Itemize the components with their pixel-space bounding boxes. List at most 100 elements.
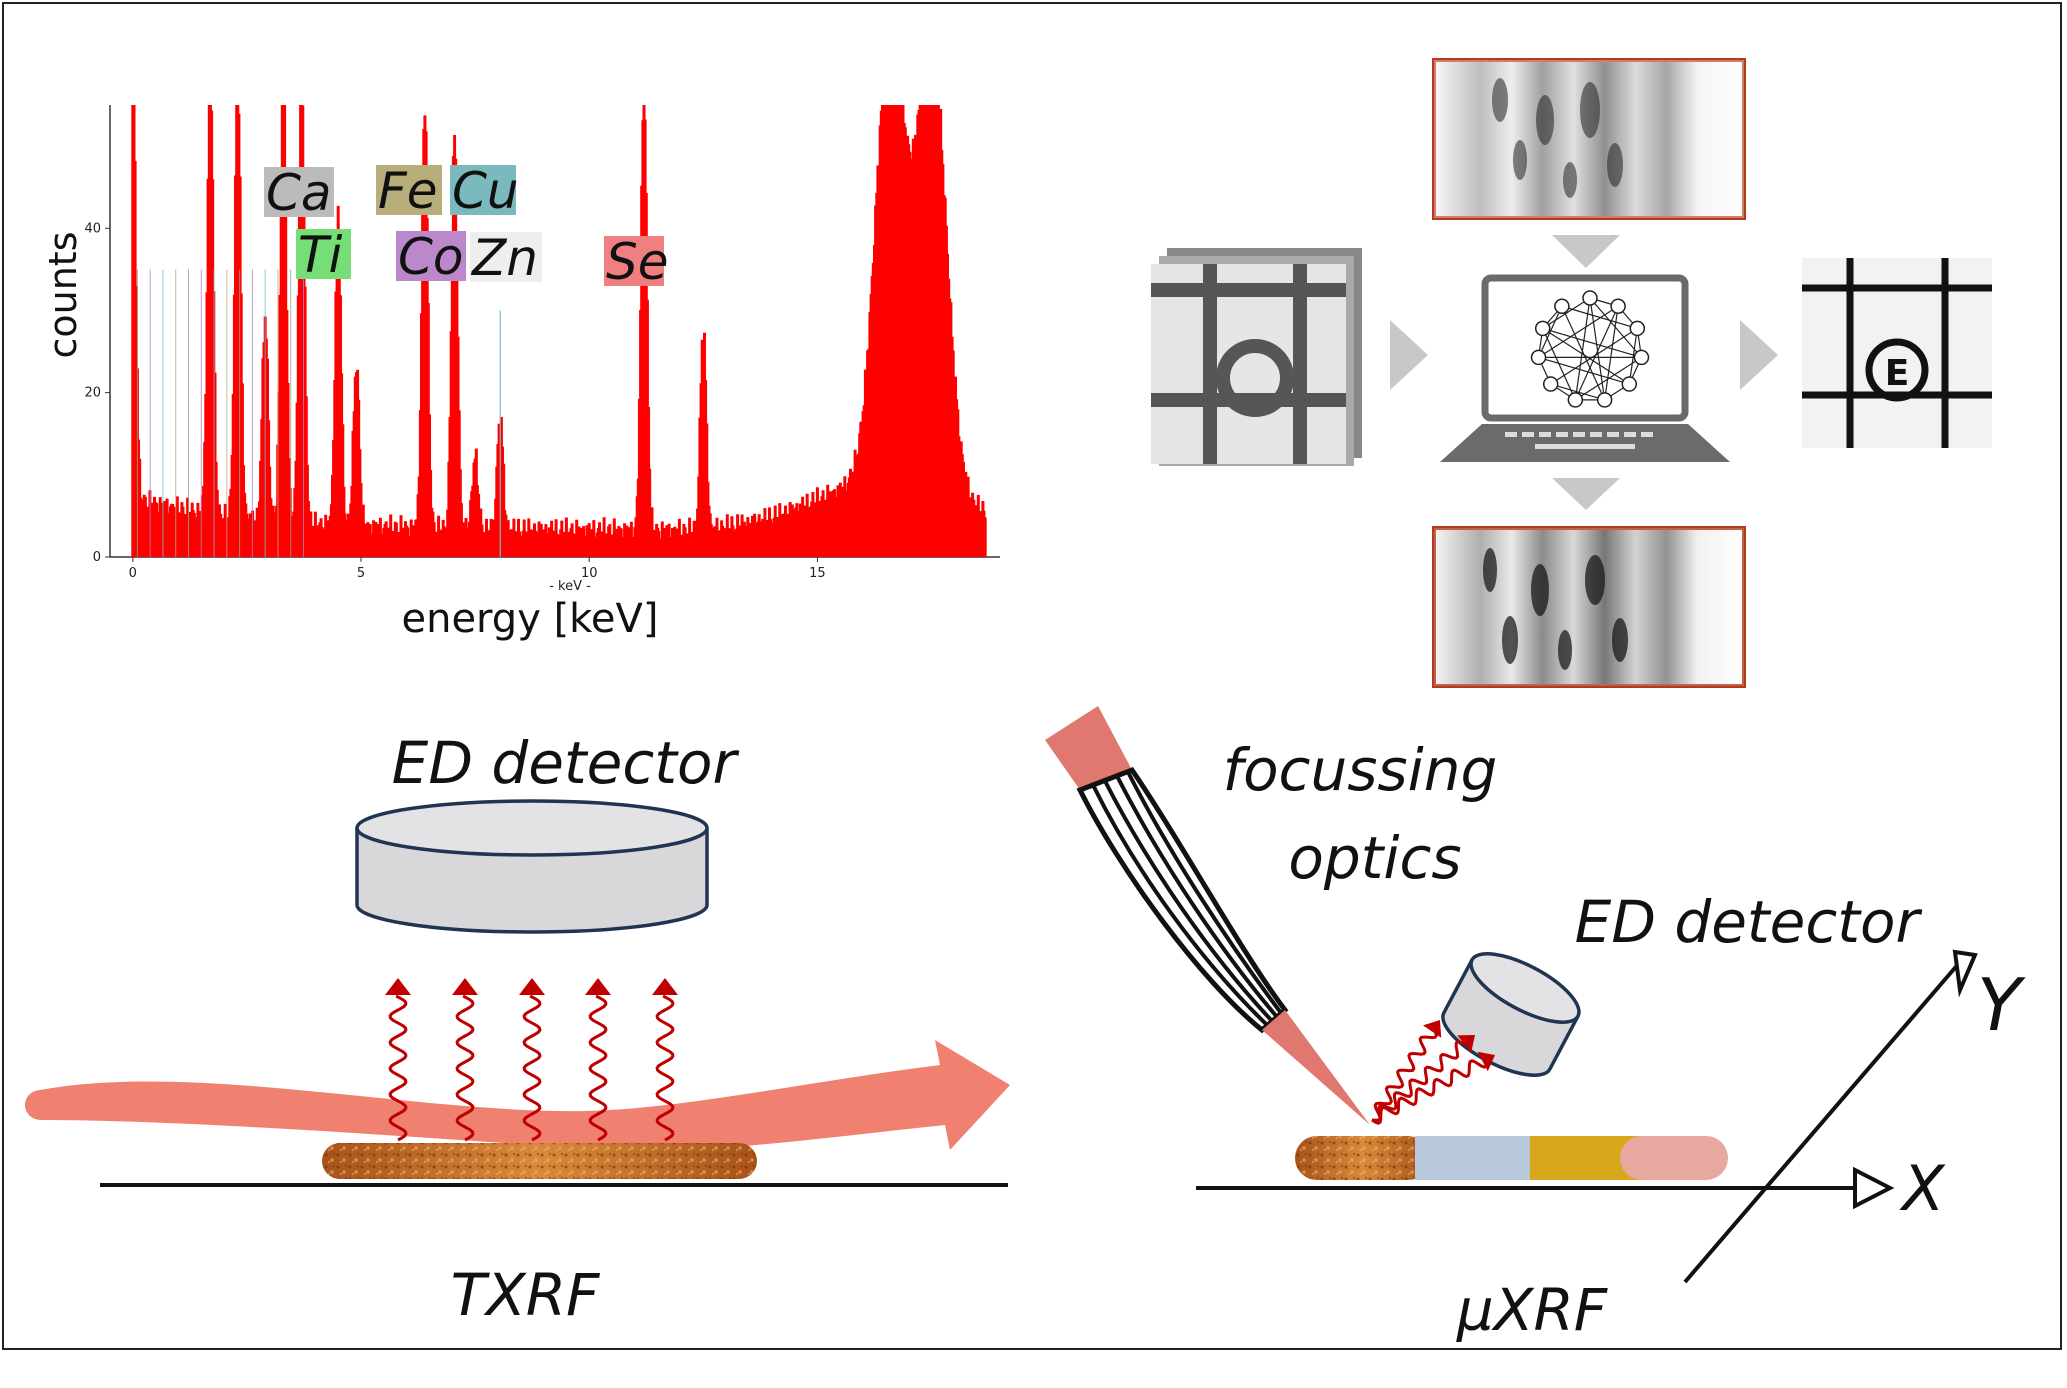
element-label-zn: Zn	[470, 229, 542, 287]
element-label-box	[470, 232, 542, 282]
photon-wave	[1371, 1059, 1487, 1125]
graph-node	[1542, 376, 1559, 392]
graph-edge	[1561, 305, 1638, 329]
figure-frame	[2, 2, 2062, 1350]
element-label-co: Co	[396, 228, 466, 286]
photon-arrowhead	[585, 978, 611, 995]
element-label-se: Se	[604, 233, 669, 291]
chart-ticks: 0 5 10 15 0 20 40	[84, 221, 825, 581]
graph-edge	[1574, 306, 1619, 401]
optics-label: optics	[1288, 824, 1461, 892]
element-label-box	[450, 165, 516, 215]
graph-edge	[1537, 306, 1563, 358]
network-graph-icon	[1530, 290, 1650, 408]
fluorescence-photons	[385, 978, 678, 1142]
graph-edge	[1589, 297, 1642, 358]
ed-detector-right	[1441, 952, 1581, 1077]
arrow-from-top	[1552, 235, 1620, 268]
graph-node	[1582, 290, 1598, 306]
element-label-box	[396, 231, 466, 281]
y-axis-label: counts	[41, 231, 85, 358]
graph-node	[1534, 320, 1551, 337]
y-tick-label: 0	[93, 550, 101, 565]
input-image-stack	[1151, 248, 1362, 466]
x-tick-label: 15	[809, 566, 826, 581]
graph-edge	[1542, 297, 1591, 329]
element-label-box	[264, 167, 334, 217]
graph-node	[1633, 349, 1650, 366]
arrow-to-output	[1740, 320, 1778, 390]
element-label-fe: Fe	[376, 162, 442, 220]
txrf-scheme: ED detector TXRF	[25, 729, 1010, 1329]
graph-node	[1530, 349, 1547, 366]
spectrum-trace	[131, 105, 987, 557]
image-processing-panel: E	[1151, 58, 1992, 688]
graph-node	[1596, 392, 1613, 408]
graph-edge	[1628, 328, 1638, 385]
spectrum-series	[131, 105, 987, 557]
uxrf-fluorescence-photons	[1371, 1020, 1495, 1125]
photon-arrowhead	[519, 978, 545, 995]
element-label-box	[376, 165, 442, 215]
x-tick-label: 5	[357, 566, 365, 581]
element-label-text: Cu	[452, 162, 519, 220]
svg-text:E: E	[1885, 353, 1910, 394]
graph-edge	[1574, 297, 1591, 400]
element-label-text: Ca	[266, 164, 332, 222]
x-tick-label: 10	[581, 566, 598, 581]
photon-wave	[655, 994, 675, 1142]
output-image: E	[1802, 258, 1992, 448]
uxrf-label: µXRF	[1456, 1276, 1609, 1344]
element-label-ca: Ca	[264, 164, 334, 222]
photon-wave	[522, 994, 542, 1142]
graph-edge	[1542, 327, 1642, 358]
x-tick-label: 0	[129, 566, 137, 581]
ed-detector-left	[355, 799, 709, 934]
arrow-to-bottom	[1552, 478, 1620, 510]
uxrf-sample-row	[1295, 1136, 1728, 1180]
photon-wave	[1371, 1040, 1466, 1124]
graph-edge	[1542, 327, 1630, 385]
element-label-text: Co	[398, 228, 464, 286]
photon-arrowhead	[385, 978, 411, 995]
photon-arrowhead	[452, 978, 478, 995]
graph-edge	[1550, 327, 1638, 385]
photon-wave	[1371, 1032, 1438, 1122]
focusing-optics-capillary	[1045, 706, 1370, 1125]
x-axis-label: energy [keV]	[401, 596, 658, 642]
xy-axes	[1196, 949, 1978, 1284]
top-sinogram-frame	[1432, 58, 1746, 220]
element-label-cu: Cu	[450, 162, 519, 220]
y-tick-label: 40	[84, 221, 101, 236]
incident-beam-arrow	[25, 1040, 1010, 1151]
bottom-sinogram-frame	[1432, 526, 1746, 688]
graph-edge	[1561, 306, 1606, 401]
graph-edge	[1542, 328, 1576, 401]
graph-edge	[1538, 356, 1630, 385]
graph-node	[1621, 376, 1638, 392]
graph-node	[1610, 298, 1626, 315]
focussing-label: focussing	[1223, 736, 1498, 804]
graph-edge	[1550, 383, 1605, 401]
ed-detector-label-left: ED detector	[392, 729, 740, 797]
y-tick-label: 20	[84, 386, 101, 401]
photon-arrowhead	[1457, 1035, 1475, 1053]
arrow-to-laptop	[1390, 320, 1428, 390]
laptop-icon	[1440, 274, 1730, 462]
element-label-ti: Ti	[296, 226, 351, 284]
uxrf-scheme: focussing optics ED detector	[1045, 706, 2026, 1344]
photon-arrowhead	[1423, 1020, 1442, 1038]
x-axis-letter: X	[1899, 1152, 1946, 1225]
element-label-box	[296, 229, 351, 279]
photon-wave	[588, 994, 608, 1142]
element-label-text: Fe	[378, 162, 438, 220]
txrf-label: TXRF	[451, 1261, 601, 1329]
element-label-text: Ti	[298, 226, 343, 284]
photon-wave	[455, 994, 475, 1142]
element-label-text: Zn	[470, 229, 538, 287]
photon-arrowhead	[652, 978, 678, 995]
y-axis-letter: Y	[1977, 963, 2026, 1047]
